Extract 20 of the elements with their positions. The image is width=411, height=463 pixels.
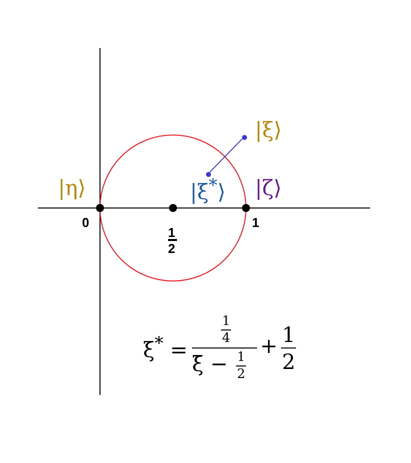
tick-label: 1 bbox=[168, 226, 176, 239]
point-label: |ζ⟩ bbox=[255, 178, 282, 199]
formula-text: 1 bbox=[237, 351, 246, 364]
tick-label: 0 bbox=[82, 216, 90, 229]
tick-label: 1 bbox=[252, 216, 260, 229]
formula-text: 1 bbox=[222, 315, 230, 328]
formula-text: + bbox=[260, 336, 278, 357]
point-label: |ξ$^{*}$⟩ bbox=[190, 178, 226, 203]
formula-text: 2 bbox=[282, 352, 296, 373]
formula-text: 4 bbox=[222, 332, 230, 345]
point-label: |ξ⟩ bbox=[255, 120, 282, 141]
formula-text: ξ$^{*}$ = bbox=[143, 336, 188, 361]
point bbox=[206, 172, 210, 176]
formula-text: 1 bbox=[282, 325, 296, 346]
formula-text: ξ̄ − bbox=[192, 354, 228, 375]
connector-line bbox=[209, 138, 243, 173]
point bbox=[242, 134, 246, 140]
formula-text: 2 bbox=[237, 368, 246, 381]
point-label: |η⟩ bbox=[58, 178, 86, 199]
tick-label: 2 bbox=[168, 242, 176, 255]
